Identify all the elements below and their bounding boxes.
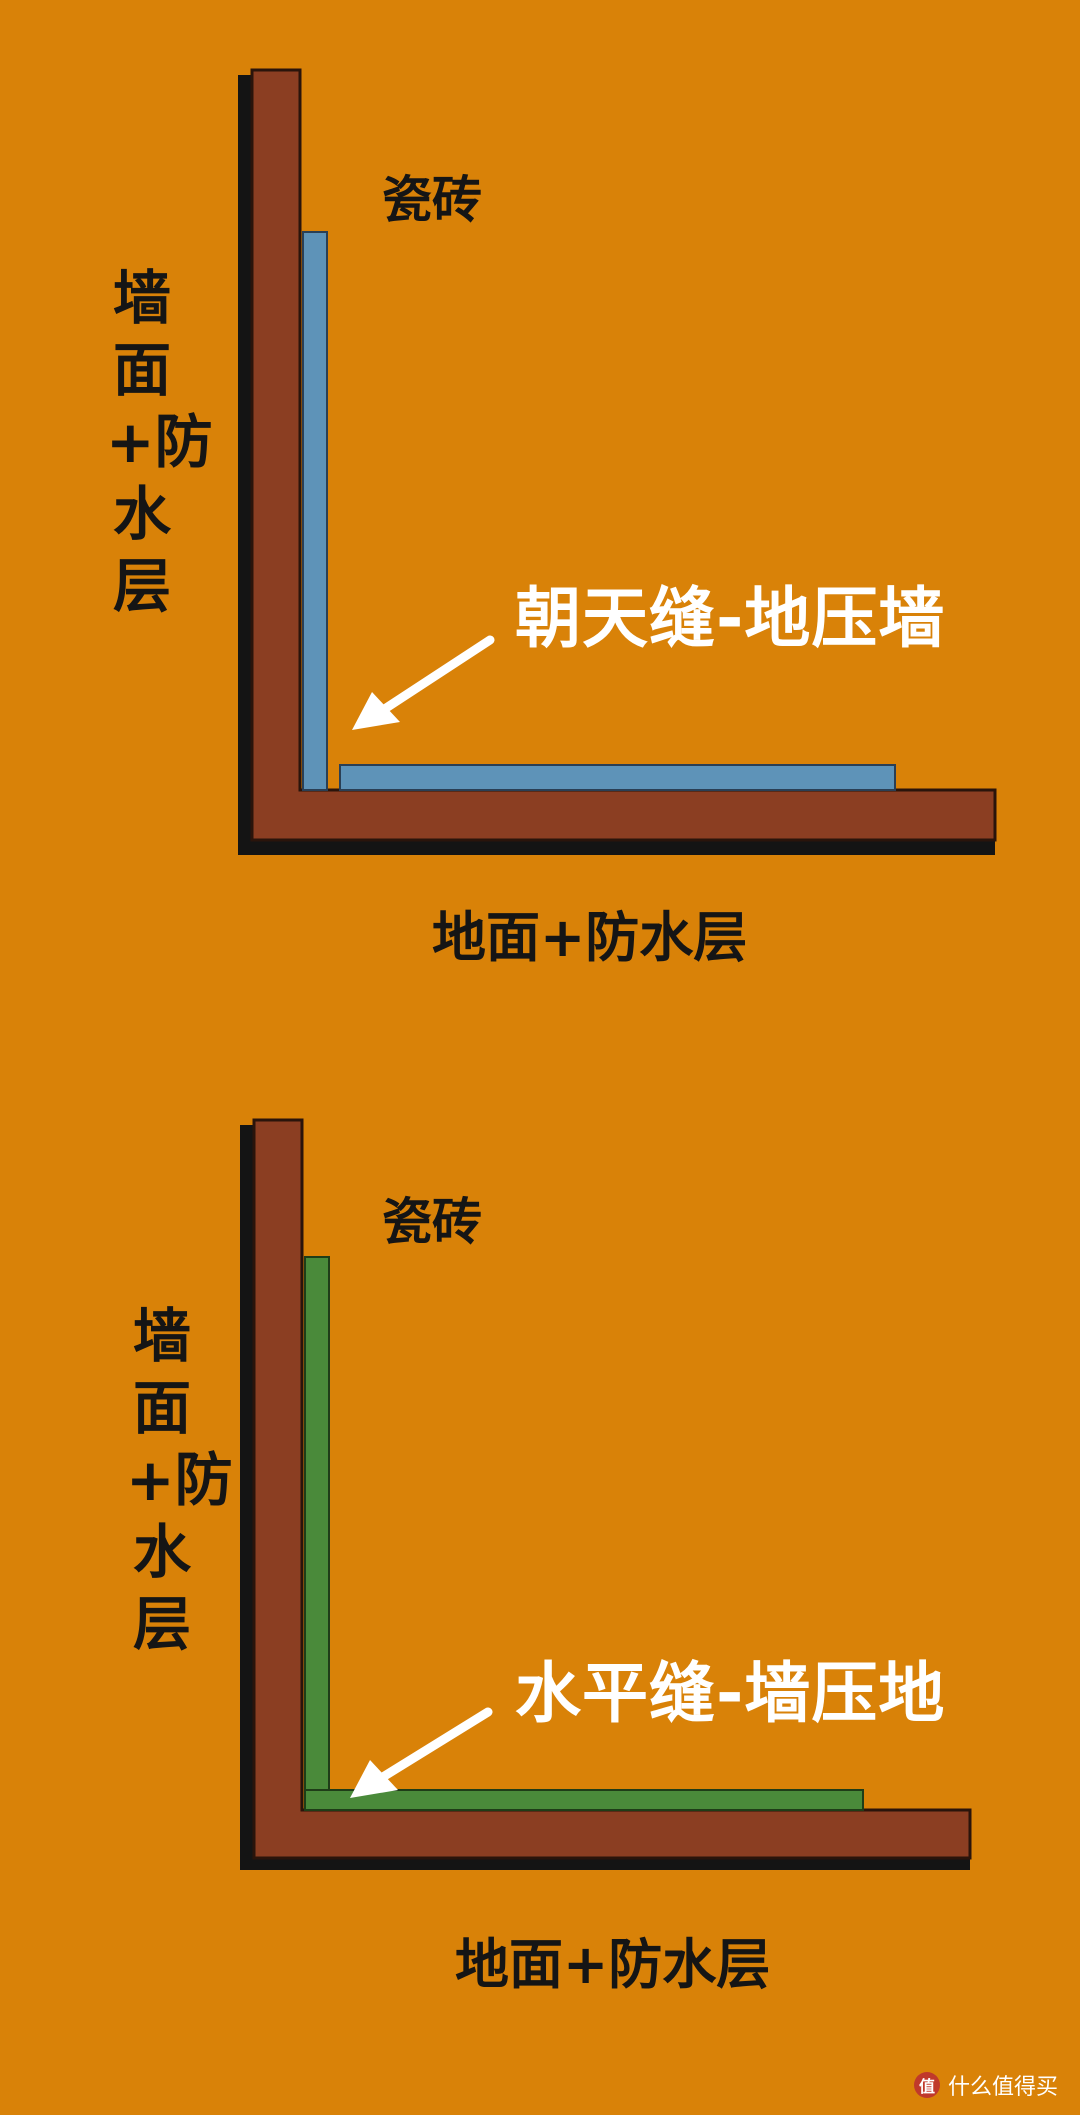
callout-label: 朝天缝-地压墙 xyxy=(515,580,946,657)
diagram-bottom: 瓷砖 墙面+防水层 水平缝-墙压地 地面+防水层 xyxy=(0,1020,1080,2020)
structure-shadow xyxy=(238,75,995,855)
wall-label: 墙面+防水层 xyxy=(106,264,213,620)
tile-label: 瓷砖 xyxy=(382,1193,482,1251)
diagram-top: 瓷砖 墙面+防水层 朝天缝-地压墙 地面+防水层 xyxy=(0,0,1080,1000)
diagram-top-drawing xyxy=(238,68,997,855)
diagram-bottom-drawing xyxy=(240,1118,972,1870)
wall-floor-structure xyxy=(250,68,997,842)
callout-label: 水平缝-墙压地 xyxy=(515,1655,946,1732)
wall-floor-structure xyxy=(252,1118,972,1860)
floor-tile xyxy=(339,764,896,791)
wall-tile xyxy=(302,231,328,791)
watermark-text: 什么值得买 xyxy=(947,2075,1058,2100)
floor-label: 地面+防水层 xyxy=(432,906,748,969)
structure-shadow xyxy=(240,1125,970,1870)
arrow-icon xyxy=(350,1707,493,1798)
wall-label: 墙面+防水层 xyxy=(126,1302,233,1658)
floor-label: 地面+防水层 xyxy=(455,1933,771,1996)
tile-label: 瓷砖 xyxy=(382,171,482,229)
wall-tile xyxy=(304,1256,330,1811)
arrow-icon xyxy=(352,635,495,730)
floor-tile xyxy=(304,1789,864,1811)
zhidemai-logo-icon: 值 xyxy=(913,2072,940,2098)
watermark: 值 什么值得买 xyxy=(913,2069,1058,2101)
